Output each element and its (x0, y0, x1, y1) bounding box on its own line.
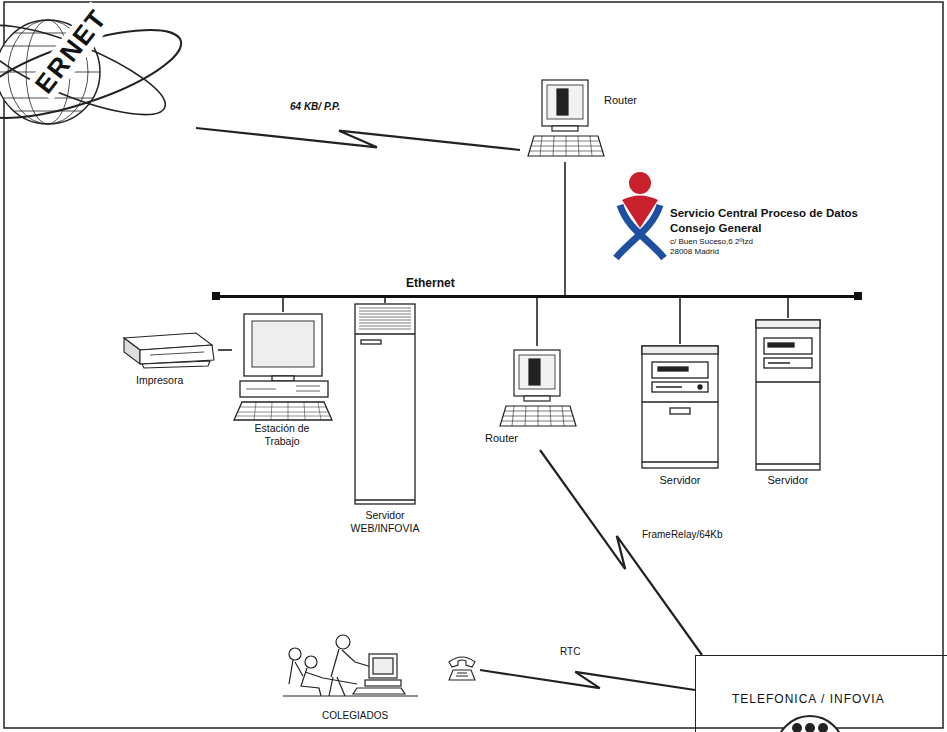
telefonica-logo (818, 723, 828, 732)
link-label: RTC (558, 645, 582, 659)
telephone-icon (449, 670, 475, 680)
people-illustration (336, 635, 350, 649)
server-tower (756, 320, 820, 470)
frame (4, 2, 943, 728)
server-tower (756, 320, 820, 328)
council-logo (629, 172, 651, 194)
server-tower (698, 385, 702, 389)
node-label: Impresora (136, 374, 183, 387)
printer-icon (124, 333, 214, 368)
server-tower (359, 308, 411, 329)
network-link (384, 298, 386, 303)
server-tower (642, 346, 718, 468)
server-tower (361, 340, 381, 344)
people-illustration (353, 688, 405, 694)
server-tower (670, 408, 690, 414)
people-illustration (289, 660, 303, 684)
link-label: FrameRelay/64Kb (640, 528, 725, 542)
server-tower (768, 343, 794, 347)
workstation-icon (234, 402, 332, 420)
workstation-icon (246, 386, 320, 391)
network-link (679, 298, 681, 344)
node-label: Servidor WEB/INFOVIA (340, 509, 430, 534)
server-tower (756, 363, 820, 464)
node-label: TELEFONICA / INFOVIA (732, 692, 885, 706)
node-label: COLEGIADOS (322, 710, 388, 722)
server-tower (658, 367, 688, 371)
router: Router (520, 76, 670, 162)
node-label: Servidor (752, 474, 824, 487)
web-server: Servidor WEB/INFOVIA (340, 303, 432, 539)
network-link (536, 298, 538, 346)
node-label: Servidor (638, 474, 722, 487)
router-icon (500, 350, 576, 426)
server: Servidor (638, 344, 724, 492)
people-illustration (283, 695, 418, 696)
link-label: 64 KB/ P.P. (288, 100, 342, 114)
workstation-icon (240, 381, 328, 397)
ethernet-bus: Ethernet (218, 295, 858, 298)
telephone-icon (449, 657, 475, 680)
council-logo (616, 172, 664, 258)
node-label: Router (604, 94, 637, 107)
network-link (218, 349, 232, 351)
org-label: 28008 Madrid (670, 247, 719, 257)
council-logo (622, 196, 658, 229)
network-link (564, 162, 566, 295)
server-tower (355, 304, 415, 504)
people-illustration (373, 658, 393, 674)
people-illustration (365, 680, 401, 686)
server-tower (764, 338, 812, 354)
people-illustration (369, 654, 397, 678)
server-tower (652, 362, 708, 378)
printer-icon (142, 361, 210, 368)
workstation-icon (234, 314, 332, 420)
node-label: ERNET (28, 2, 115, 102)
server-tower (355, 334, 415, 500)
node-label: Router (485, 432, 518, 445)
network-link (787, 298, 789, 318)
network-logo: ERNET (6, 6, 196, 156)
server-tower (756, 320, 820, 470)
telefonica-logo (776, 716, 844, 732)
server-tower (642, 387, 718, 462)
server: Servidor (752, 318, 826, 492)
user-group: COLEGIADOS (280, 632, 480, 726)
people-illustration (283, 635, 418, 696)
network-link (282, 298, 284, 312)
telefonica-logo (805, 723, 815, 732)
printer-icon (150, 352, 204, 355)
workstation-icon (252, 321, 314, 367)
workstation-icon (236, 402, 330, 420)
people-illustration (289, 648, 301, 660)
carrier-box: TELEFONICA / INFOVIA (695, 655, 947, 732)
telefonica-logo (776, 716, 844, 732)
node-label: Ethernet (406, 276, 455, 290)
router-icon (528, 80, 604, 156)
workstation-icon (272, 376, 294, 381)
server-tower (355, 304, 415, 504)
org-label: Servicio Central Proceso de Datos (670, 207, 858, 221)
workstation: Estación de Trabajo (232, 312, 332, 452)
router: Router (482, 346, 586, 450)
people-illustration (301, 668, 357, 696)
telephone-icon (456, 673, 468, 676)
workstation-icon (244, 314, 322, 376)
node-label: Estación de Trabajo (247, 422, 317, 447)
telephone-icon (449, 657, 475, 667)
people-illustration (305, 656, 317, 668)
telefonica-logo (792, 723, 802, 732)
printer: Impresora (116, 326, 218, 392)
server-tower (642, 346, 718, 468)
org-label: Consejo General (670, 222, 761, 236)
lightning-link (480, 670, 695, 690)
server-tower (642, 346, 718, 354)
org-label: c/ Buen Suceso,6 2ºIzd (670, 237, 753, 247)
lightning-link (196, 128, 520, 150)
printer-icon (124, 338, 140, 364)
